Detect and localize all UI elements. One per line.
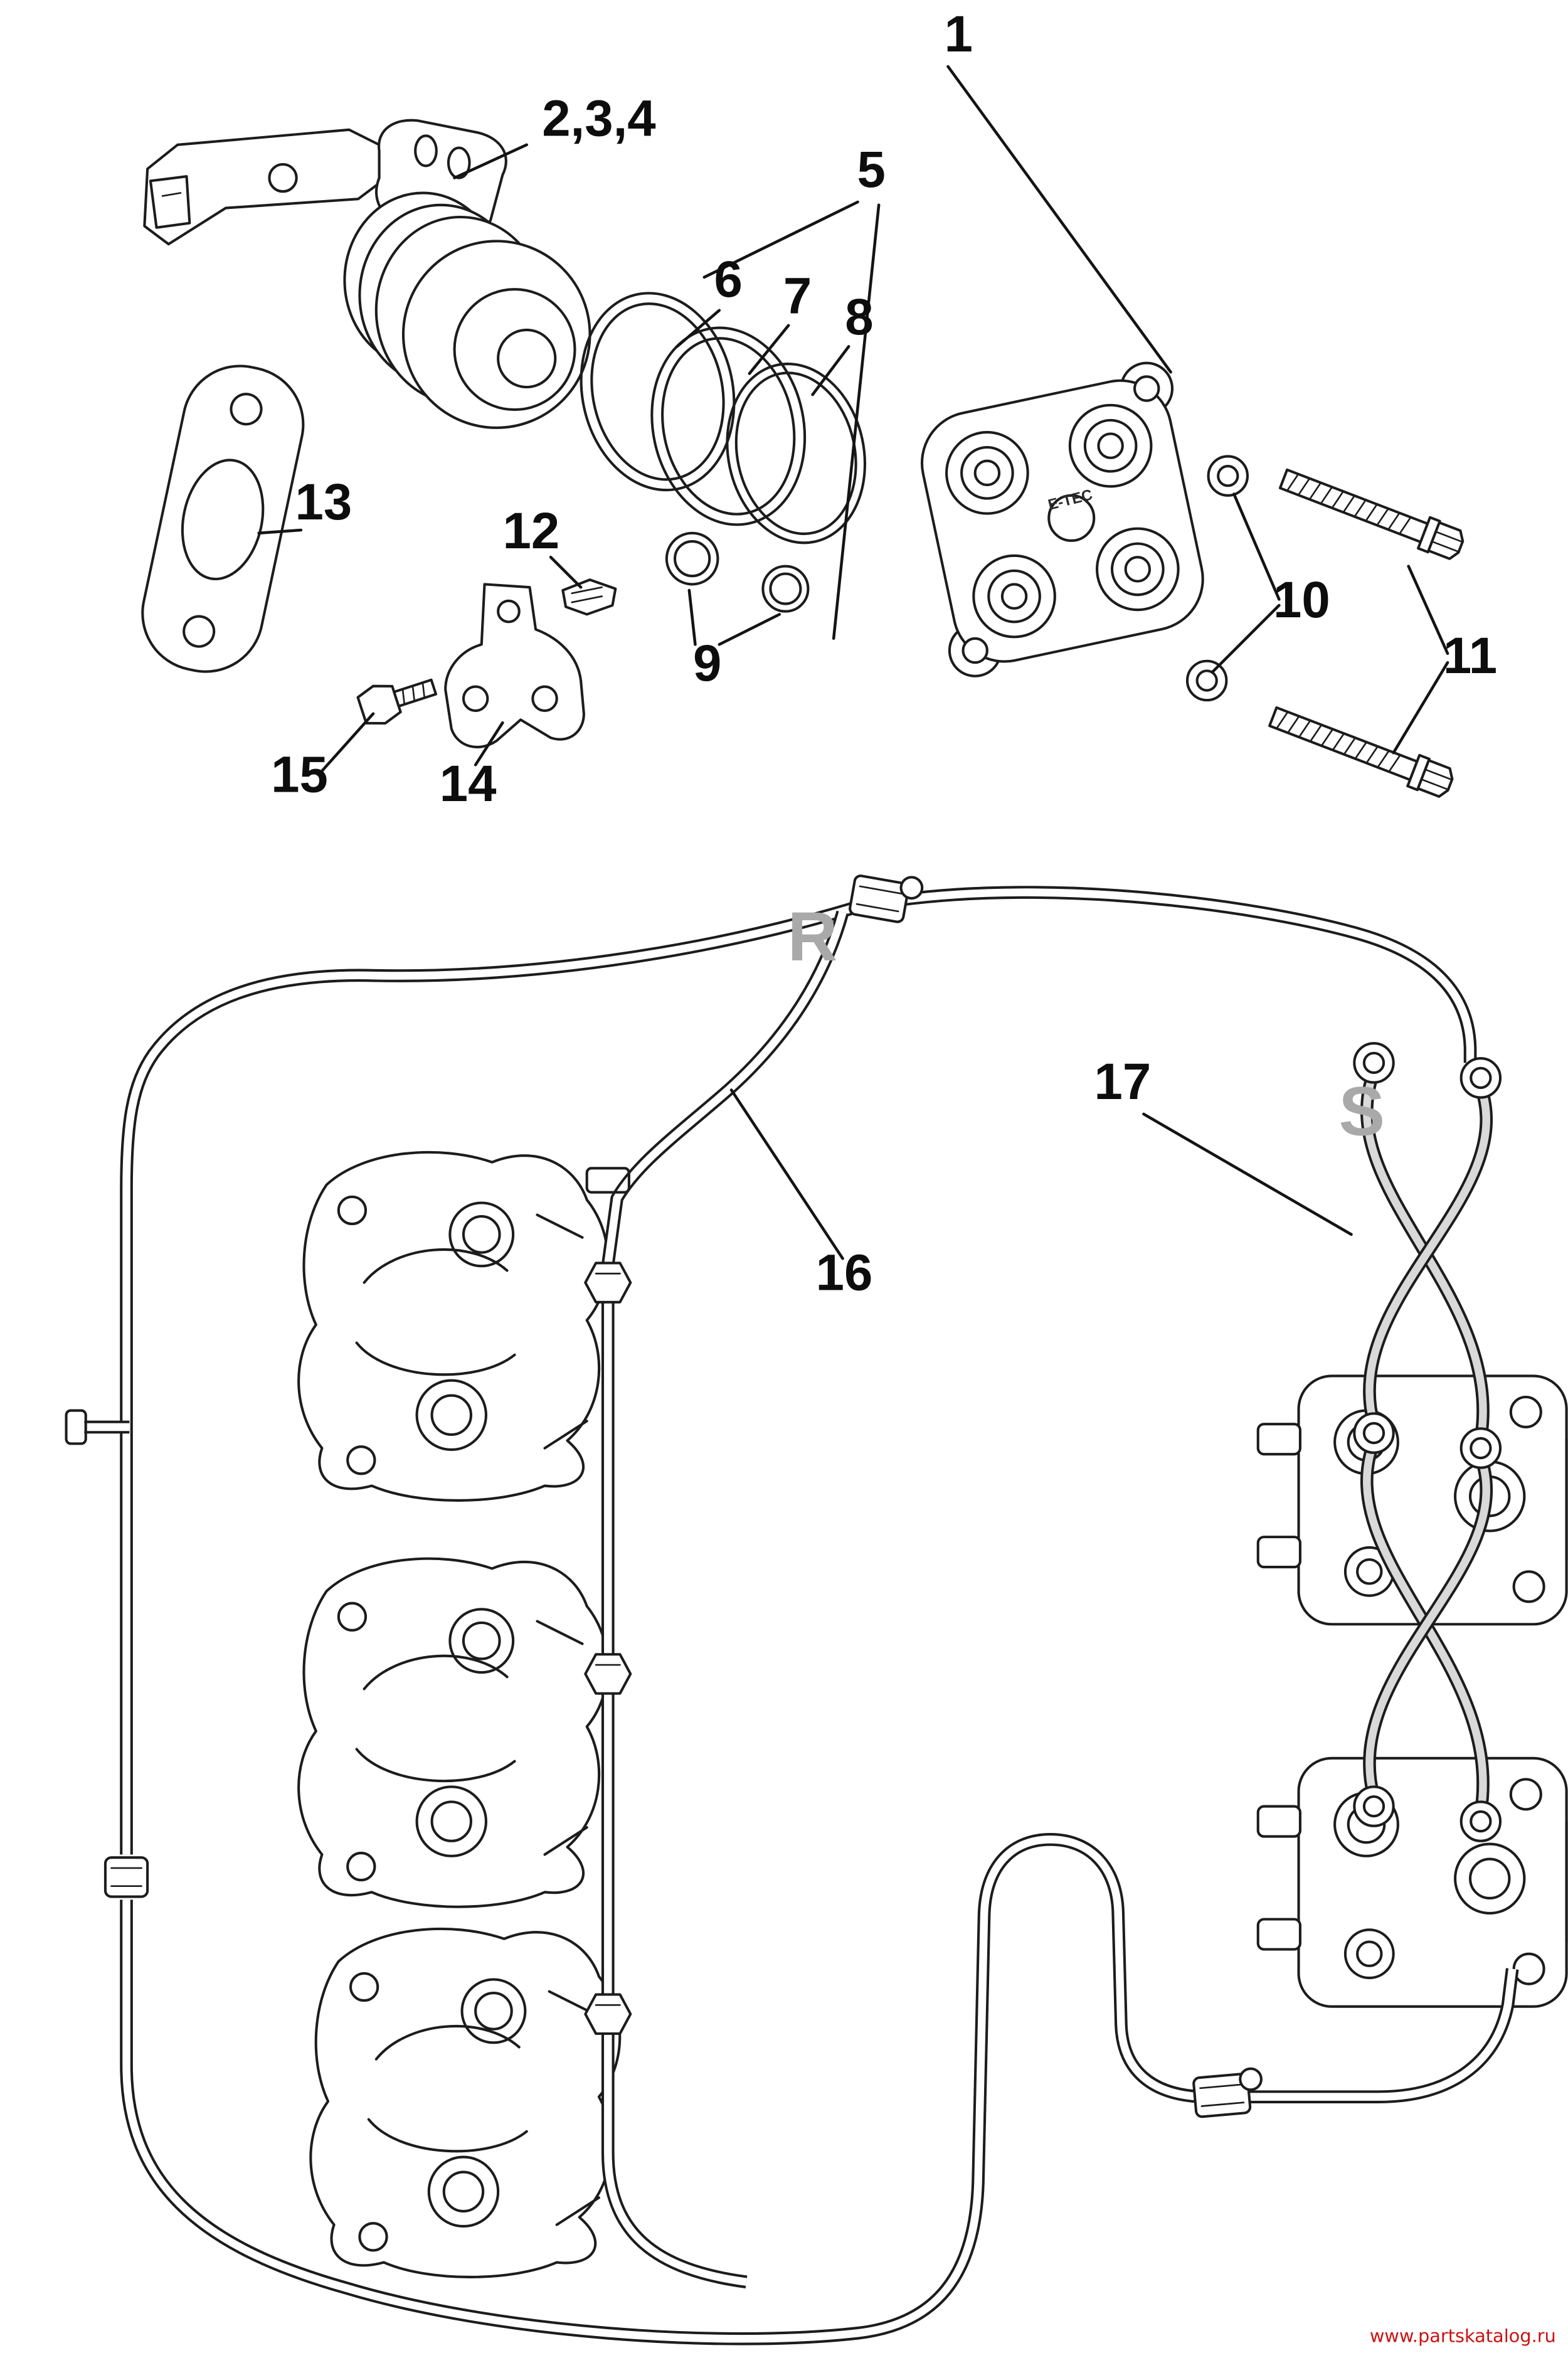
retainer-clip-12 (561, 578, 617, 616)
o-ring-large-6 (580, 292, 736, 492)
washer-10a (1207, 455, 1249, 497)
callout-7: 7 (783, 268, 812, 325)
washer-10b (1185, 659, 1228, 702)
callout-13: 13 (295, 474, 352, 531)
bolt-11b (1268, 706, 1454, 798)
connector-port (1096, 527, 1180, 612)
port-label-supply: S (1339, 1073, 1385, 1150)
supply-fitting (1354, 1787, 1393, 1825)
port-label-return: R (788, 898, 838, 975)
supply-fitting (1461, 1058, 1500, 1097)
callout-2-3-4: 2,3,4 (542, 90, 655, 147)
watermark: www.partskatalog.ru (1370, 2325, 1556, 2347)
throttle-body-upper (299, 1152, 608, 1501)
callout-1: 1 (945, 6, 973, 63)
rail-hex-fitting-middle (585, 1654, 630, 1693)
callout-10: 10 (1273, 571, 1330, 629)
hose-clamp-bottom (1192, 2067, 1263, 2118)
leader-lines (257, 65, 1449, 1260)
callout-6: 6 (714, 251, 743, 308)
o-ring-small-9a (665, 531, 719, 586)
callout-5: 5 (857, 141, 885, 198)
o-ring-small-9b (761, 565, 810, 613)
supply-fitting (1354, 1413, 1393, 1452)
o-ring-large-7 (650, 326, 807, 526)
callout-16: 16 (816, 1245, 873, 1302)
exploded-injector-assembly: E-TEC (141, 119, 1465, 798)
callouts: 1 2,3,4 5 6 7 8 9 10 11 12 13 14 15 16 1… (271, 6, 1497, 1302)
supply-fitting (1461, 1802, 1500, 1840)
screw-15 (356, 678, 438, 725)
gasket-13 (141, 364, 305, 673)
rail-hex-fitting-upper (585, 1263, 630, 1302)
connector-port (972, 554, 1056, 639)
bolt-11a (1278, 468, 1465, 560)
callout-9: 9 (693, 635, 721, 692)
fuel-injector (343, 119, 591, 429)
supply-fitting (1461, 1428, 1500, 1467)
throttle-body-lower (310, 1929, 620, 2277)
injector-bracket (143, 128, 384, 246)
rail-top-tab (585, 1167, 630, 1194)
fuel-rail-lower (1258, 1758, 1567, 2007)
bracket-14 (444, 583, 585, 748)
fuel-rail-upper (1258, 1376, 1567, 1624)
hose-end-cap (65, 1409, 87, 1445)
return-hose-16 (601, 910, 849, 2288)
fuel-hose-assembly (65, 874, 1567, 2345)
callout-17: 17 (1094, 1053, 1151, 1110)
hose-clamp-top (849, 874, 924, 923)
callout-8: 8 (845, 289, 873, 346)
supply-hose-17 (1360, 1070, 1493, 1814)
return-hose-left-loop (65, 898, 1519, 2345)
connector-port (1068, 403, 1153, 488)
rail-hex-fitting-lower (585, 1994, 630, 2033)
fuel-connector-cover-1: E-TEC (920, 361, 1204, 677)
return-hose-right-run (896, 886, 1477, 1063)
hose-coupler-left (103, 1856, 149, 1898)
connector-port (945, 431, 1029, 515)
throttle-body-middle (299, 1559, 608, 1907)
callout-15: 15 (271, 746, 328, 803)
callout-14: 14 (440, 755, 497, 812)
callout-11: 11 (1443, 627, 1497, 684)
callout-12: 12 (503, 502, 560, 560)
